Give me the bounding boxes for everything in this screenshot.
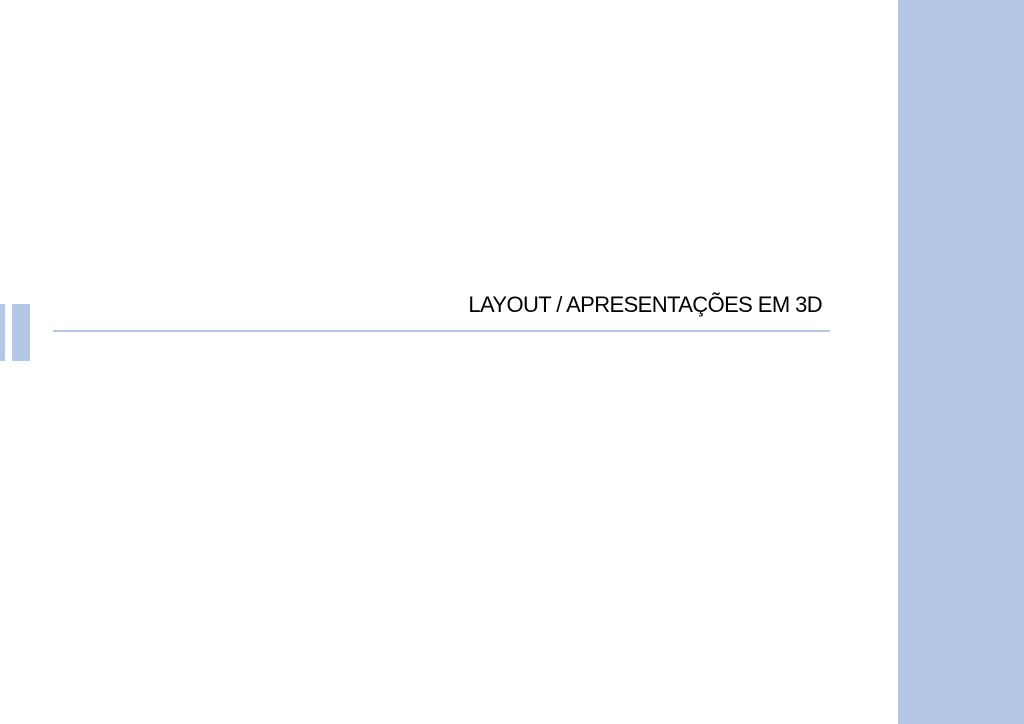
left-accent-bar-thin — [0, 304, 5, 361]
title-underline-rule — [53, 330, 830, 332]
slide-title: LAYOUT / APRESENTAÇÕES EM 3D — [468, 292, 822, 317]
right-side-panel — [898, 0, 1024, 724]
left-accent-bar-thick — [12, 304, 30, 361]
